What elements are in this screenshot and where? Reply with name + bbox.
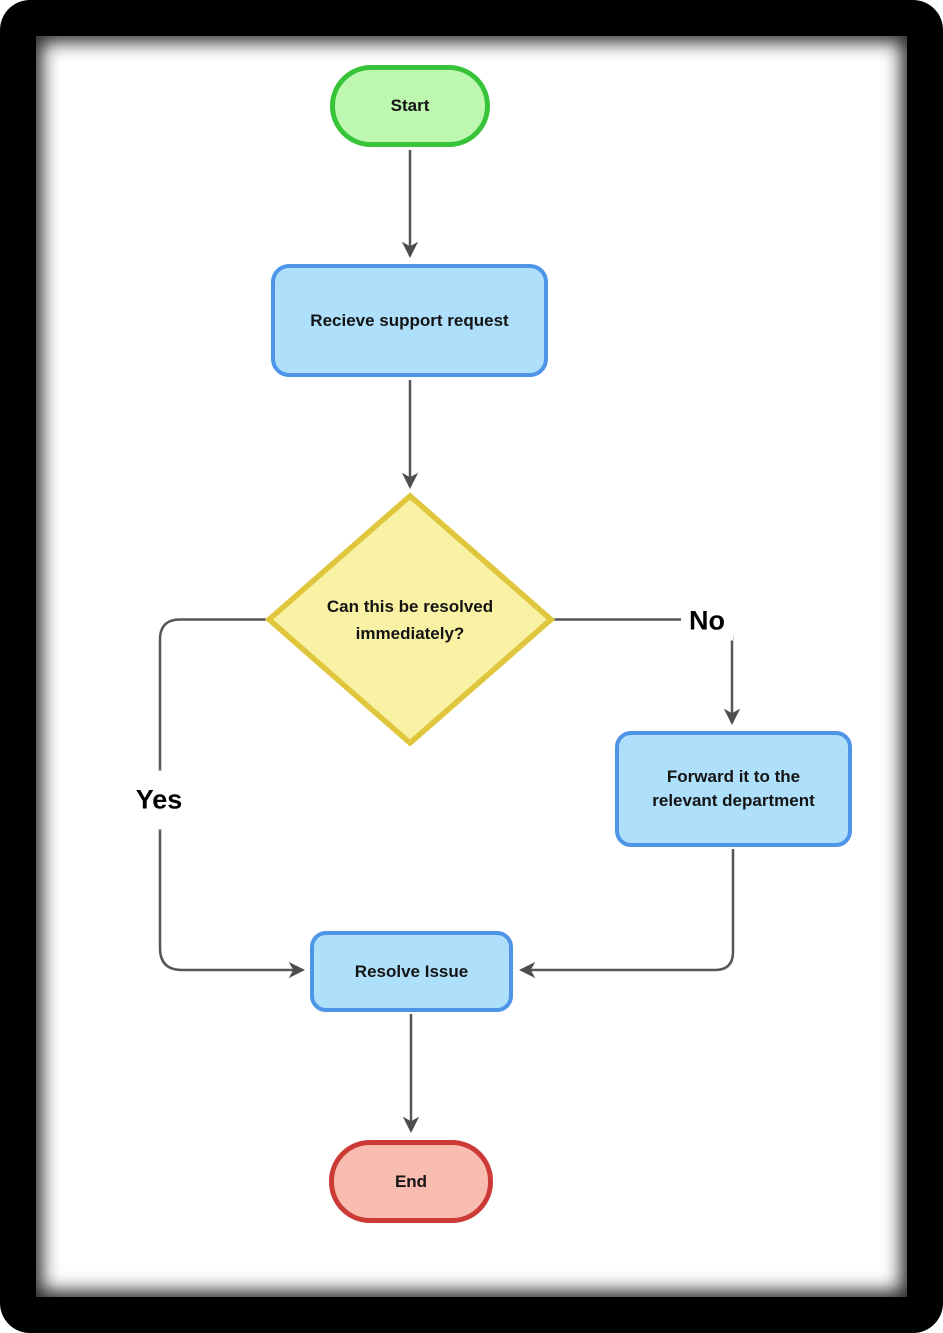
node-end: End [329, 1140, 493, 1223]
node-end-label: End [394, 1171, 428, 1191]
decision-diamond-shape [264, 492, 556, 747]
edge-forward-to-resolve [519, 849, 735, 979]
node-receive-support-request: Recieve support request [271, 264, 548, 377]
node-start: Start [330, 65, 490, 147]
edge-label-yes: Yes [127, 770, 191, 830]
node-start-label: Start [390, 96, 430, 115]
node-resolve-issue: Resolve Issue [310, 931, 513, 1012]
node-forward-to-department: Forward it to the relevant department [615, 731, 852, 847]
node-forward-label: Forward it to the relevant department [652, 767, 815, 810]
node-receive-label: Recieve support request [310, 310, 509, 330]
edge-label-no: No [681, 601, 733, 641]
node-decision-label: Can this be resolved immediately? [326, 597, 494, 643]
node-resolve-label: Resolve Issue [354, 961, 469, 981]
